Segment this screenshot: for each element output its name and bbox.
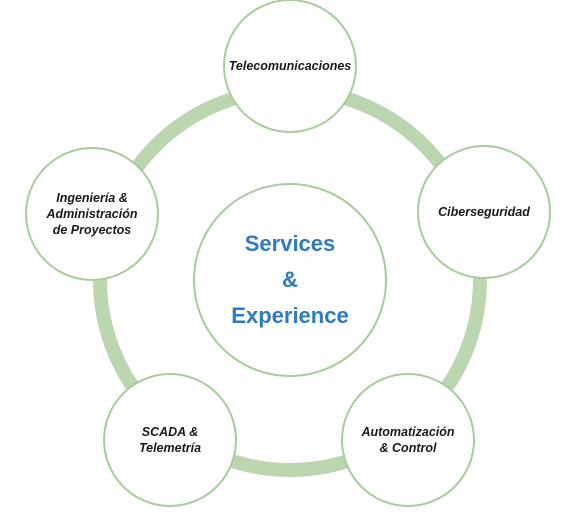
- center-title: Services & Experience: [195, 205, 385, 355]
- node-circle-ingenieria: [25, 147, 159, 281]
- center-title-line3: Experience: [231, 303, 349, 329]
- center-circle: [193, 183, 387, 377]
- node-circle-scada: [103, 373, 237, 507]
- node-label-ingenieria: Ingeniería & Administración de Proyectos: [46, 190, 138, 238]
- node-label-telecomunicaciones: Telecomunicaciones: [228, 58, 352, 73]
- node-label-scada: SCADA & Telemetría: [138, 424, 202, 455]
- node-circle-ciberseguridad: [417, 145, 551, 279]
- node-label-ciberseguridad: Ciberseguridad: [438, 204, 530, 219]
- node-label-automatizacion: Automatización & Control: [361, 424, 455, 455]
- center-title-line1: Services: [244, 230, 336, 256]
- center-title-line2: &: [282, 266, 298, 292]
- node-circle-telecomunicaciones: [223, 0, 357, 133]
- node-circle-automatizacion: [341, 373, 475, 507]
